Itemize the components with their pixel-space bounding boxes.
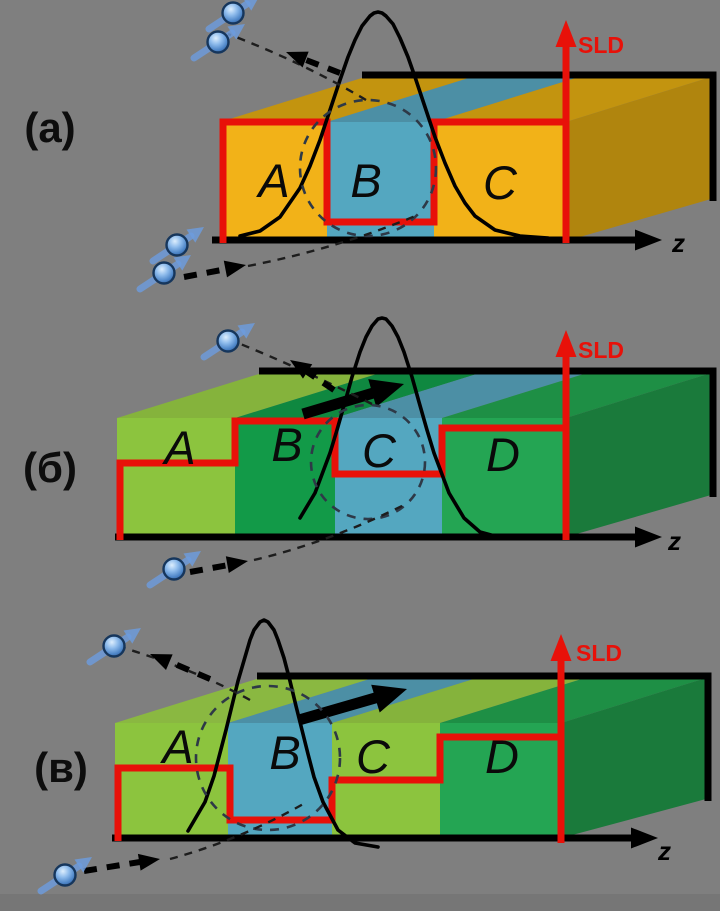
reflected-beam — [227, 32, 367, 102]
slab-right-face — [566, 77, 711, 241]
layer-D-label: D — [486, 428, 520, 481]
slab-right-face — [561, 678, 706, 838]
magnetization-arrow — [297, 675, 412, 726]
wavepacket-dashed-circle — [194, 684, 342, 832]
sld-axis-label: SLD — [578, 337, 624, 363]
layer-A-top-face — [220, 77, 472, 122]
layer-B-label: B — [269, 726, 300, 779]
layer-B-top-face — [327, 77, 579, 122]
wavepacket-dashed-circle — [309, 403, 427, 521]
incident-beam — [183, 212, 421, 280]
layer-A-label: A — [161, 421, 195, 474]
layer-C-top-face — [332, 678, 585, 723]
incident-beam — [189, 501, 409, 575]
panel-a-label: (a) — [24, 104, 75, 151]
layer-C-front-face — [434, 122, 566, 240]
z-axis-label: z — [667, 526, 681, 556]
wavepacket-gaussian-curve — [238, 10, 550, 240]
panel-b: z SLD (б) A B C D — [23, 316, 717, 585]
slab-right-face — [566, 373, 711, 537]
panel-v: z SLD (в) A B C D — [34, 618, 712, 891]
panel-a: z SLD (a) A B C — [24, 0, 717, 289]
slab-back-outline — [362, 71, 717, 201]
slab-back-outline — [257, 672, 712, 801]
z-axis-label: z — [657, 836, 671, 866]
layer-D-label: D — [485, 730, 519, 783]
layer-A-front-face — [117, 418, 235, 537]
wavepacket-dashed-circle — [298, 98, 438, 238]
layer-B-label: B — [271, 418, 302, 471]
sld-profile — [219, 118, 566, 243]
layer-D-front-face — [442, 418, 566, 537]
layer-A-top-face — [115, 678, 373, 723]
layer-D-front-face — [440, 723, 561, 838]
layer-D-top-face — [442, 373, 711, 418]
magnetization-arrow — [301, 370, 408, 420]
layer-A-top-face — [117, 373, 380, 418]
layer-C-top-face — [335, 373, 587, 418]
sld-axis-label: SLD — [576, 640, 622, 666]
layer-B-front-face — [235, 418, 335, 537]
reflected-beam — [237, 341, 373, 406]
bottom-band — [0, 894, 720, 911]
reflected-beam — [123, 646, 251, 702]
z-axis-label: z — [671, 228, 685, 258]
layer-D-top-face — [440, 678, 706, 723]
layer-B-front-face — [327, 122, 434, 240]
panel-b-label: (б) — [23, 444, 77, 491]
incident-beam — [83, 801, 306, 874]
layer-B-label: B — [350, 154, 381, 207]
layer-A-label: A — [255, 154, 289, 207]
layer-A-label: A — [159, 720, 193, 773]
layer-C-label: C — [356, 730, 391, 783]
layer-C-top-face — [434, 77, 711, 122]
wavepacket-gaussian-curve — [186, 618, 380, 849]
panel-v-label: (в) — [34, 744, 88, 791]
layer-A-front-face — [220, 122, 327, 240]
layer-C-label: C — [483, 156, 518, 209]
layer-C-label: C — [362, 424, 397, 477]
sld-axis-label: SLD — [578, 32, 624, 58]
sld-profile — [116, 417, 566, 540]
